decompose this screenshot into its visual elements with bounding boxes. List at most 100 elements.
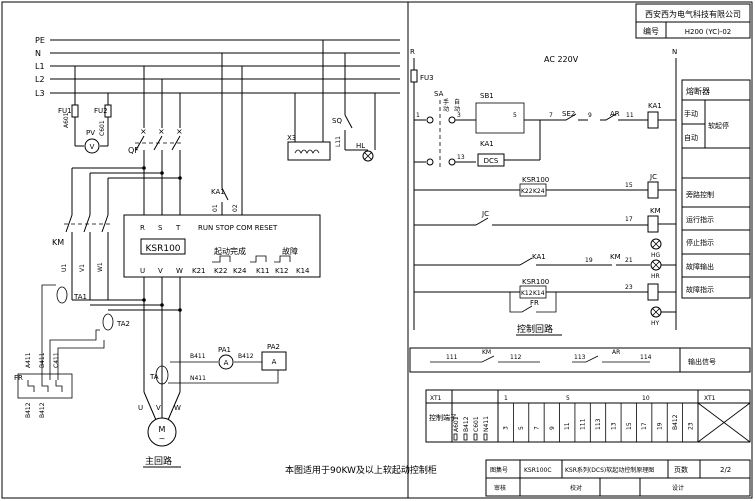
terminal-number: 17: [641, 422, 648, 430]
terminal-left-cell: A601: [453, 416, 460, 432]
node-23: 23: [625, 284, 633, 291]
node-9: 9: [588, 112, 592, 119]
dcs-label: DCS: [484, 157, 499, 165]
sb1-label: SB1: [480, 92, 494, 100]
voltmeter-symbol: V: [90, 143, 95, 151]
fu2-label: FU2: [94, 107, 108, 115]
fu1-label: FU1: [58, 107, 72, 115]
motor-term-v: V: [156, 404, 161, 412]
footer-pages-value: 2/2: [720, 466, 731, 474]
fr-contact-label: FR: [530, 299, 539, 307]
ksr-k11: K11: [256, 267, 270, 275]
drawing-no-value: H200 (YC)-02: [685, 28, 732, 36]
applicability-note: 本图适用于90KW及以上软起动控制柜: [285, 464, 437, 476]
node-7: 7: [549, 112, 553, 119]
terminal-right: XT1: [704, 395, 716, 402]
fuse-wire-c601: C601: [99, 120, 106, 136]
terminal-left-cell: N411: [483, 416, 490, 432]
current-transformers: TA1 TA2 TA FR A411 B411 C411 B412 B412: [14, 284, 169, 418]
terminal-left-cell: B412: [463, 416, 470, 432]
ksr-k21: K21: [192, 267, 206, 275]
footer-atlas-value: KSR100C: [524, 467, 552, 474]
ka1-wire-01: 01: [212, 204, 219, 212]
fn-bypass: 旁路控制: [686, 190, 714, 199]
km-coil-label: KM: [650, 207, 661, 215]
ctl-r-label: R: [410, 48, 415, 56]
ksr-done-label: 起动完成: [214, 246, 246, 256]
ka1-coil-label: KA1: [648, 102, 662, 110]
qf-label: QF: [128, 146, 139, 155]
ksr100-contact-label: KSR100: [522, 176, 549, 184]
fu3-label: FU3: [420, 74, 434, 82]
node-3: 3: [457, 112, 461, 119]
terminal-number: B412: [672, 414, 679, 430]
motor-term-w: W: [174, 404, 181, 412]
motor-term-u: U: [138, 404, 143, 412]
output-signal-label: 输出信号: [688, 357, 716, 366]
fuses-and-voltmeter: V PV FU1 FU2 A601 C601: [58, 66, 112, 154]
control-circuit: R FU3 AC 220V N SA 手 动 自 动 SB1 KA1 DCS S…: [410, 48, 677, 336]
out-113: 113: [574, 354, 586, 361]
terminal-number: 13: [610, 422, 617, 430]
sa-opt-2: 动: [443, 106, 449, 113]
pa-wire-b412: B412: [238, 353, 254, 360]
out-ar: AR: [612, 349, 620, 356]
terminal-number: 15: [626, 422, 633, 430]
ksr-k14: K14: [296, 267, 310, 275]
km-wire-u1: U1: [61, 264, 68, 272]
ka1-wire-02: 02: [232, 204, 239, 212]
node-17: 17: [625, 216, 633, 223]
footer-check: 校对: [570, 484, 582, 492]
ta-label: TA: [149, 373, 159, 381]
pa2-label: PA2: [267, 343, 280, 351]
out-112: 112: [510, 354, 522, 361]
pa1-label: PA1: [218, 346, 231, 354]
function-table: 熔断器 手动 软起停 自动 旁路控制 运行指示 停止指示 故障输出 故障指示: [681, 79, 751, 299]
terminal-fuse-mark: [453, 433, 458, 441]
ksr100-fault-label: KSR100: [522, 278, 549, 286]
node-15: 15: [625, 182, 633, 189]
ksr100-block: R S T RUN STOP COM RESET KSR100 起动完成 故障 …: [123, 214, 321, 278]
terminal-fuse-mark: [473, 433, 478, 441]
terminal-number: 9: [549, 426, 556, 430]
terminal-number: 11: [564, 422, 571, 430]
fuse-wire-a601: A601: [63, 112, 70, 128]
output-signal-row: 输出信号 111 KM 112 113 AR 114: [409, 347, 751, 373]
svg-text:×: ×: [176, 127, 183, 136]
node-5: 5: [513, 112, 517, 119]
fn-fault-output: 故障输出: [686, 262, 714, 271]
ksr-out-w: W: [176, 267, 183, 275]
ka1-aux-label: KA1: [211, 188, 225, 196]
km-wire-w1: W1: [97, 262, 104, 272]
footer-atlas-label: 图集号: [490, 466, 508, 474]
company-name: 西安西为电气科技有限公司: [645, 9, 741, 19]
sa-opt-3: 自: [454, 98, 460, 106]
ksr-k24-contact: K24: [533, 188, 545, 195]
bus-pe-label: PE: [35, 36, 45, 45]
footer-drawing-title: KSR系列(DCS)软起动控制原理图: [565, 466, 654, 474]
node-11: 11: [626, 112, 634, 119]
ka1-contact-label: KA1: [480, 140, 494, 148]
ac-label: AC 220V: [544, 55, 579, 64]
terminal-number: 113: [595, 418, 602, 430]
bus-l1-label: L1: [35, 62, 45, 71]
sq-label: SQ: [332, 117, 342, 125]
motor-label: M: [159, 425, 166, 434]
main-circuit-caption: 主回路: [145, 455, 172, 467]
terminal-number: 3: [503, 426, 510, 430]
terminal-number: 7: [533, 426, 540, 430]
ksr-control-terms: RUN STOP COM RESET: [198, 224, 278, 232]
fn-manual: 手动: [684, 109, 698, 118]
motor-ac-symbol: ~: [159, 434, 166, 443]
fr-label: FR: [14, 374, 23, 382]
sa-opt-1: 手: [443, 98, 449, 106]
lamp-and-limit: X3 SQ L11 HL: [287, 40, 376, 162]
jc-coil-label: JC: [649, 173, 657, 181]
pa2-symbol: A: [272, 358, 277, 366]
ksr-term-t: T: [175, 224, 181, 232]
ksr-k24: K24: [233, 267, 247, 275]
fn-fault-indicator: 故障指示: [686, 285, 714, 294]
drawing-no-label: 编号: [643, 26, 659, 36]
pa-wire-n411: N411: [190, 375, 206, 382]
out-km: KM: [482, 349, 491, 356]
